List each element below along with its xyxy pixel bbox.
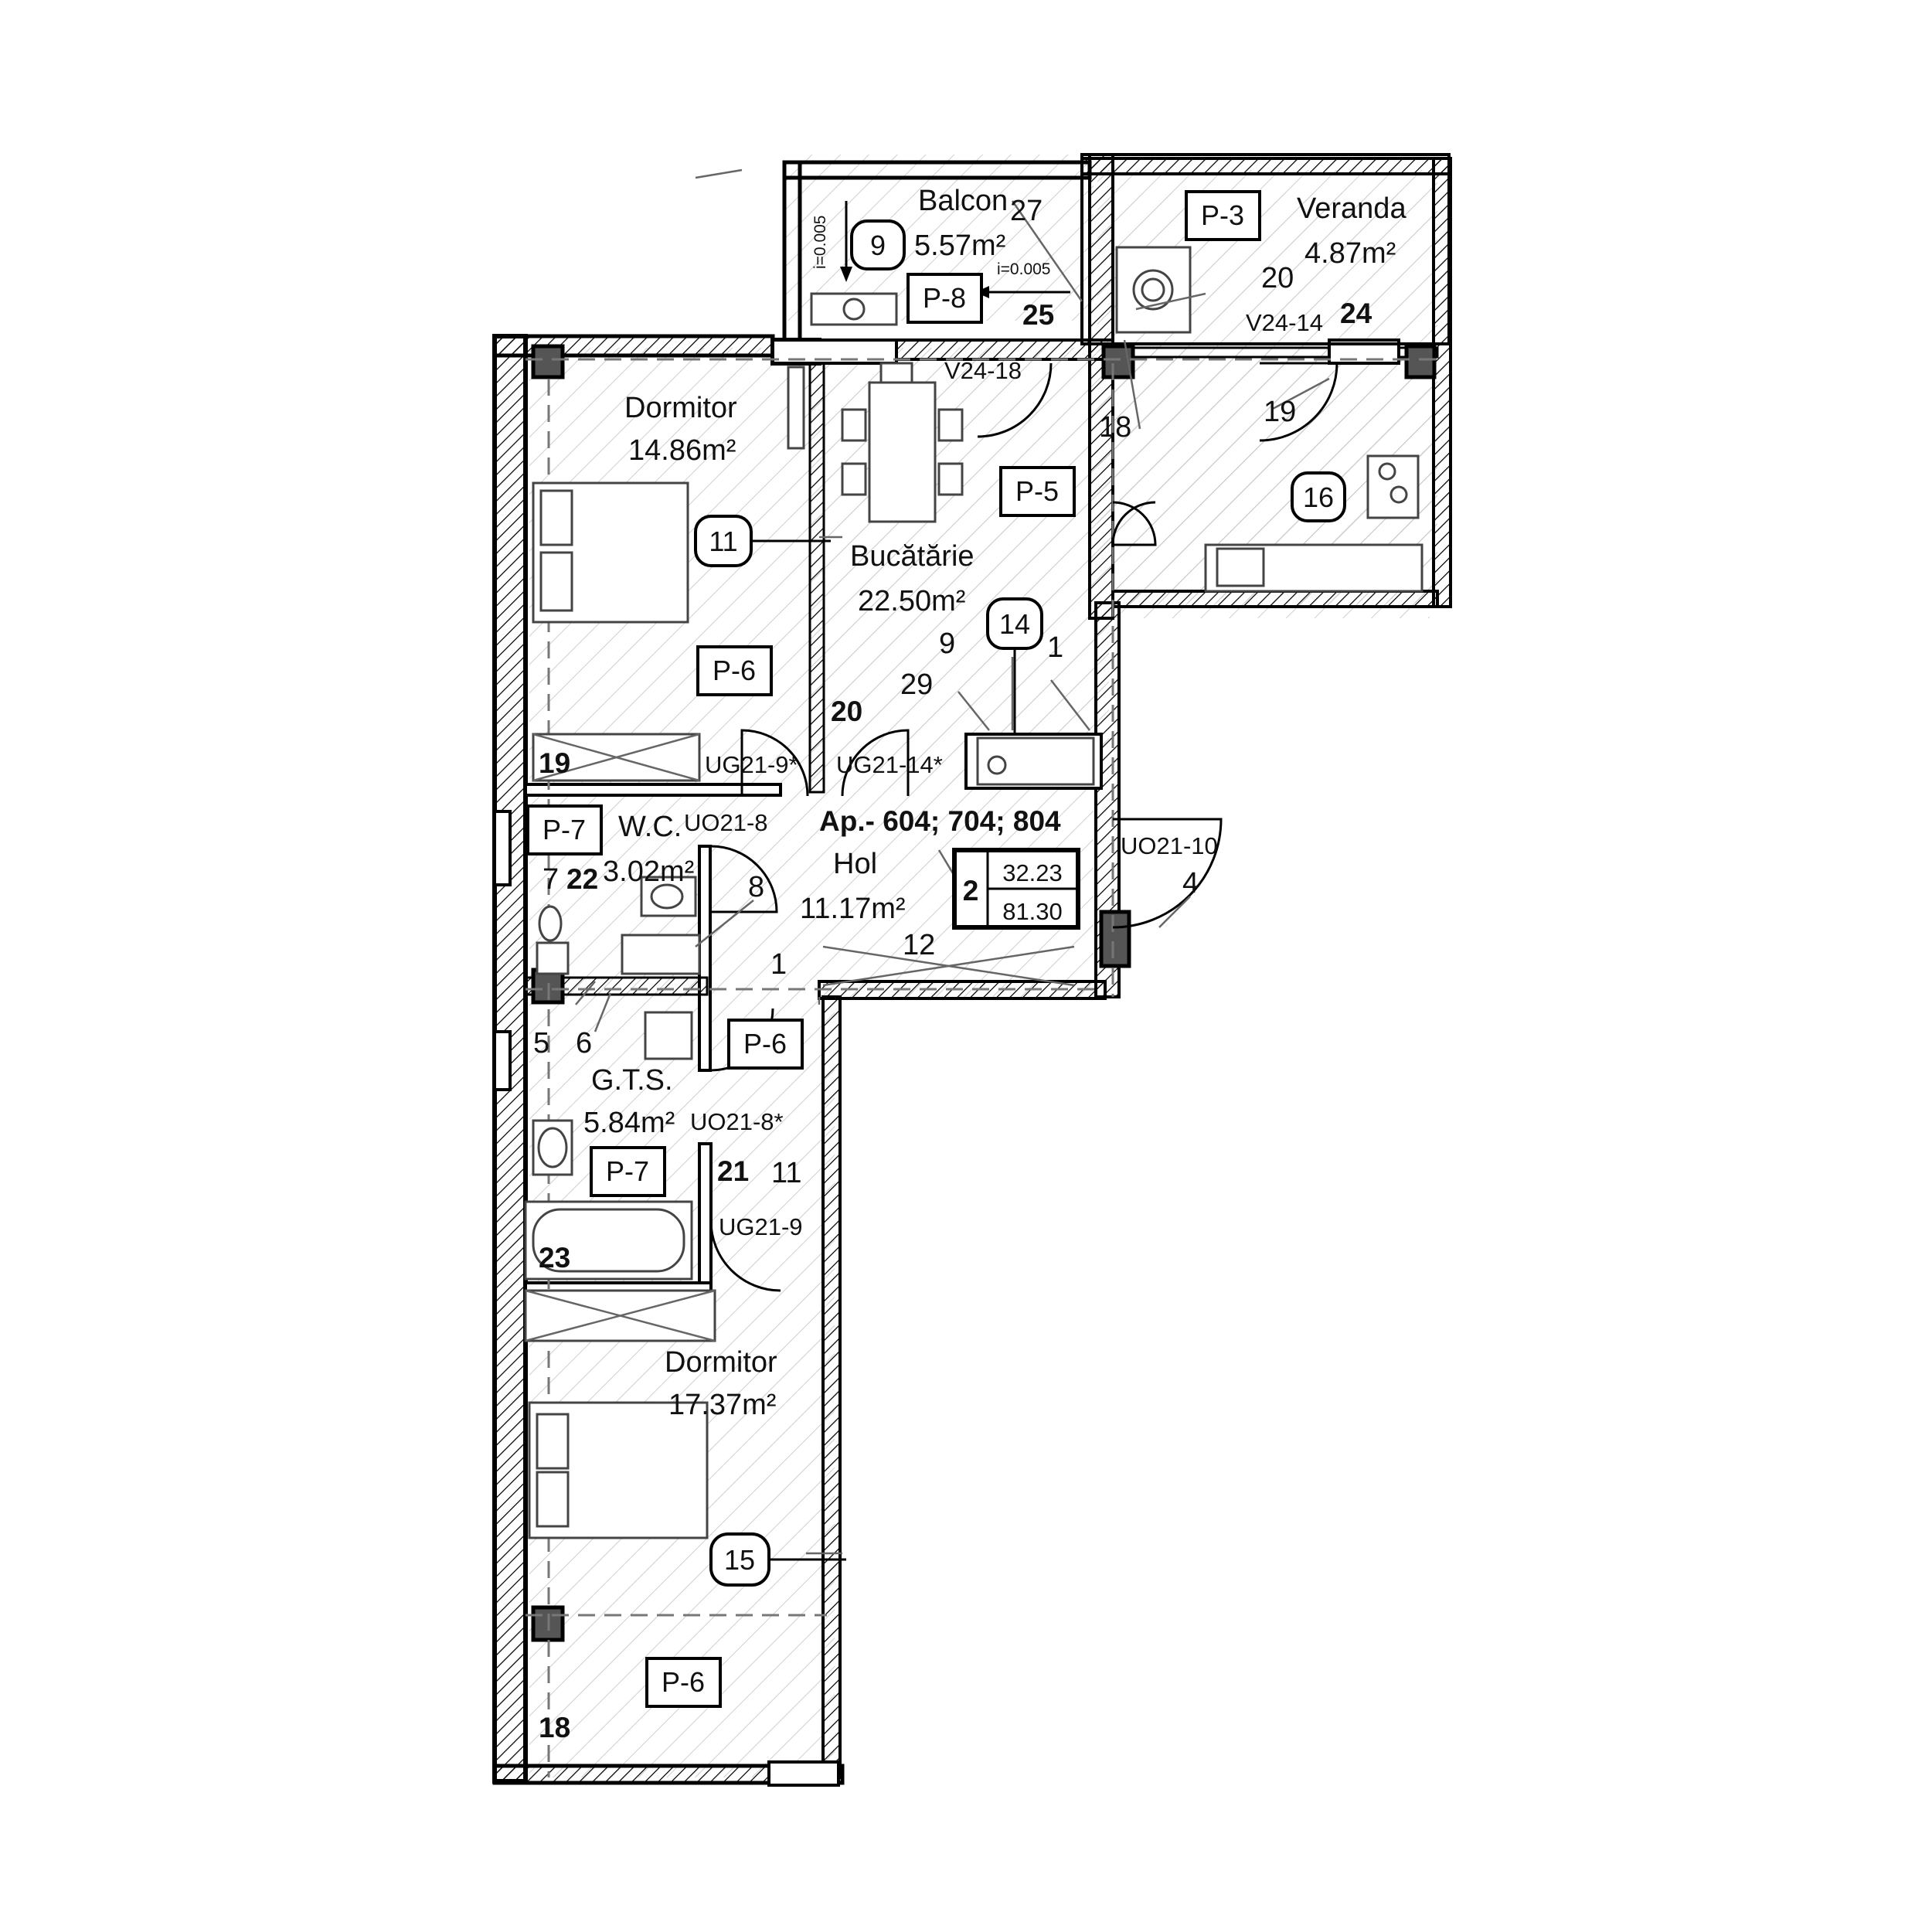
slope-label-vertical: i=0.005 — [811, 216, 829, 269]
wc-area: 3.02m² — [603, 855, 694, 888]
door-code-v24-14: V24-14 — [1246, 309, 1323, 336]
balcon-area: 5.57m² — [914, 230, 1005, 262]
svg-text:9: 9 — [939, 628, 955, 660]
finish-tag-p6-top-text: P-6 — [713, 655, 756, 686]
svg-text:19: 19 — [539, 747, 570, 779]
finish-tag-p3-text: P-3 — [1201, 199, 1244, 231]
axis-lines — [526, 358, 1437, 1777]
door-codes: V24-18 V24-14 UG21-9* UG21-14* UO21-8 UO… — [684, 309, 1323, 1240]
outdoor-outlines — [783, 153, 1451, 345]
circle-label-9: 9 — [850, 219, 906, 270]
finish-tag-p6-hol: P-6 — [727, 1019, 804, 1070]
bold-numbers: 25 24 20 19 22 21 23 18 — [539, 298, 1372, 1743]
door-code-uo21-8: UO21-8 — [684, 809, 768, 836]
finish-tag-p6-bottom-text: P-6 — [662, 1666, 705, 1698]
svg-text:18: 18 — [539, 1712, 570, 1743]
svg-text:14: 14 — [999, 608, 1030, 640]
svg-text:23: 23 — [539, 1242, 570, 1274]
door-code-uo21-8s: UO21-8* — [690, 1108, 784, 1135]
slope-label-horizontal: i=0.005 — [997, 260, 1050, 278]
finish-tag-p5: P-5 — [999, 466, 1076, 517]
svg-text:25: 25 — [1022, 299, 1054, 331]
svg-text:20: 20 — [1261, 262, 1294, 294]
svg-text:19: 19 — [1264, 396, 1296, 428]
room-labels: Balcon 5.57m² Veranda 4.87m² Dormitor 14… — [583, 185, 1406, 1421]
svg-text:18: 18 — [1099, 411, 1131, 444]
circle-label-15: 15 — [709, 1532, 770, 1587]
svg-text:1: 1 — [1047, 631, 1063, 664]
circle-labels: 9 16 11 14 15 — [694, 219, 1346, 1587]
svg-text:20: 20 — [831, 696, 862, 727]
veranda-name: Veranda — [1297, 192, 1406, 225]
dormitor-bottom-area: 17.37m² — [668, 1389, 776, 1421]
door-code-ug21-14s: UG21-14* — [836, 751, 943, 778]
balcon-name: Balcon — [918, 185, 1008, 217]
svg-text:9: 9 — [870, 230, 886, 261]
svg-text:24: 24 — [1340, 298, 1372, 329]
finish-tag-p6-top: P-6 — [696, 645, 773, 696]
svg-text:27: 27 — [1010, 195, 1043, 227]
svg-text:11: 11 — [771, 1157, 801, 1189]
circle-label-16: 16 — [1291, 471, 1346, 522]
door-code-uo21-10: UO21-10 — [1121, 832, 1218, 859]
finish-tag-p7-gts-text: P-7 — [606, 1155, 649, 1187]
svg-text:6: 6 — [576, 1027, 592, 1060]
door-code-ug21-9s: UG21-9* — [705, 751, 798, 778]
apartment-area-box: 2 32.23 81.30 — [952, 848, 1080, 930]
hol-name: Hol — [833, 848, 877, 880]
finish-tag-p7-wc: P-7 — [526, 804, 603, 855]
svg-text:8: 8 — [748, 871, 764, 903]
slope-arrows — [840, 201, 1070, 298]
svg-text:29: 29 — [900, 668, 933, 701]
finish-tag-p6-hol-text: P-6 — [743, 1028, 787, 1060]
apartment-area-total: 81.30 — [1002, 898, 1063, 925]
furniture — [524, 246, 1423, 1539]
apartment-rooms-count: 2 — [963, 875, 979, 906]
svg-text:12: 12 — [903, 929, 935, 961]
svg-text:4: 4 — [1182, 867, 1199, 900]
svg-text:22: 22 — [566, 863, 598, 895]
finish-tag-p8: P-8 — [906, 273, 983, 324]
door-code-v24-18: V24-18 — [944, 357, 1022, 384]
bucatarie-area: 22.50m² — [858, 585, 965, 617]
dormitor-bottom-name: Dormitor — [665, 1346, 777, 1379]
slope-labels: i=0.005 i=0.005 — [811, 216, 1050, 278]
svg-text:1: 1 — [770, 948, 787, 981]
finish-tags: P-3 P-8 P-5 P-6 P-7 P-7 P-6 P-6 — [526, 190, 1261, 1708]
finish-tag-p7-wc-text: P-7 — [543, 814, 586, 845]
dormitor-top-name: Dormitor — [624, 392, 737, 424]
door-code-ug21-9: UG21-9 — [719, 1213, 803, 1240]
svg-text:16: 16 — [1303, 481, 1334, 513]
apartment-area-living: 32.23 — [1002, 859, 1063, 886]
circle-label-14: 14 — [986, 597, 1043, 650]
finish-tag-p7-gts: P-7 — [590, 1146, 666, 1197]
wc-name: W.C. — [618, 811, 682, 843]
svg-text:7: 7 — [543, 863, 559, 896]
circle-label-11: 11 — [694, 515, 753, 567]
finish-tag-p8-text: P-8 — [923, 282, 966, 314]
veranda-area: 4.87m² — [1304, 237, 1396, 270]
light-numbers: 27 20 18 19 9 1 29 7 8 4 12 1 5 6 11 — [533, 195, 1296, 1189]
bucatarie-name: Bucătărie — [850, 540, 975, 573]
gts-name: G.T.S. — [591, 1064, 673, 1097]
gts-area: 5.84m² — [583, 1107, 675, 1139]
finish-tag-p6-bottom: P-6 — [645, 1657, 722, 1708]
svg-text:5: 5 — [533, 1027, 549, 1060]
finish-tag-p5-text: P-5 — [1015, 475, 1059, 507]
svg-text:21: 21 — [717, 1155, 749, 1187]
apartment-title: Ap.- 604; 704; 804 — [819, 805, 1061, 837]
hol-area: 11.17m² — [800, 893, 906, 925]
finish-tag-p3: P-3 — [1185, 190, 1261, 241]
dormitor-top-area: 14.86m² — [628, 434, 736, 467]
svg-text:15: 15 — [724, 1544, 755, 1576]
svg-text:11: 11 — [709, 526, 737, 557]
